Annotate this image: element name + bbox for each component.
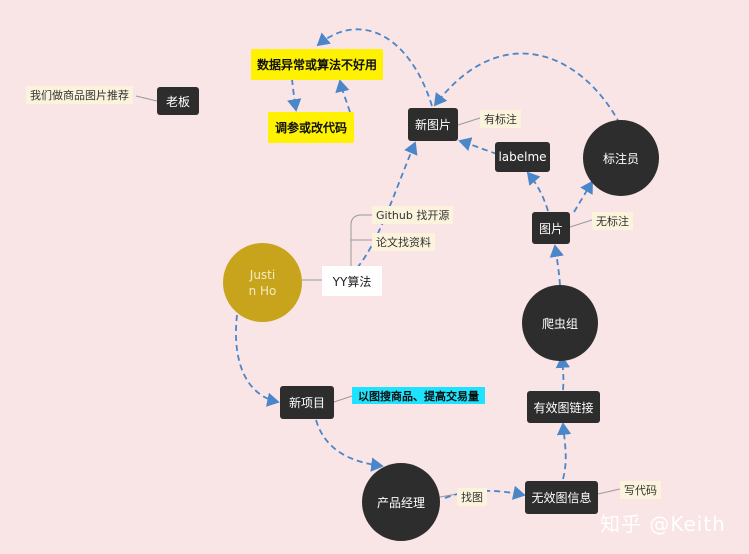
connector-boss-note [135,95,158,102]
arrow-crawler-to-image [549,244,564,286]
justin-ho-line-1: Justi [249,267,276,282]
image-node: 图片 [532,212,570,244]
valid-link-node: 有效图链接 [527,391,600,423]
github-note: Github 找开源 [372,206,454,224]
connector-unlabeled-note [569,219,593,228]
arrow-tune-to-abnormal [335,79,351,113]
tune-code-node: 调参或改代码 [268,112,354,143]
labeled-note: 有标注 [480,110,521,128]
annotator-node: 标注员 [583,120,659,196]
arrow-abnormal-to-tune [287,78,302,112]
new-project-node: 新项目 [280,386,334,419]
arrow-labelme-to-new-image [458,137,498,155]
labelme-node: labelme [495,142,550,172]
arrow-annotator-to-new-image [433,52,621,125]
boss-node: 老板 [157,87,199,115]
arrow-new-image-to-abnormal [316,28,433,107]
new-image-node: 新图片 [408,108,458,141]
connector-github-note [350,214,372,267]
arrow-justin-to-project [235,314,280,407]
arrow-valid-to-crawler [555,355,571,391]
product-manager-node: 产品经理 [362,463,440,541]
paper-note: 论文找资料 [372,233,435,251]
boss-note: 我们做商品图片推荐 [26,86,133,104]
solid-connectors [135,95,621,501]
connector-write-code [597,488,621,495]
arrow-image-to-annotator [573,180,593,213]
arrow-invalid-to-valid [556,422,572,480]
justin-ho-node: Justi n Ho [223,243,302,322]
watermark: 知乎 @Keith [600,512,726,536]
data-abnormal-node: 数据异常或算法不好用 [251,49,383,80]
invalid-info-node: 无效图信息 [525,481,598,514]
yy-algorithm-node: YY算法 [322,266,382,296]
find-image-note: 找图 [457,488,487,506]
arrow-project-to-pm [315,419,384,472]
connector-project-goal [333,395,353,403]
arrow-image-to-labelme [526,171,549,212]
write-code-note: 写代码 [620,481,661,499]
project-goal-label: 以图搜商品、提高交易量 [352,387,485,404]
unlabeled-note: 无标注 [592,212,633,230]
connector-labeled-note [457,117,481,126]
crawler-team-node: 爬虫组 [522,285,598,361]
justin-ho-line-2: n Ho [248,283,277,298]
